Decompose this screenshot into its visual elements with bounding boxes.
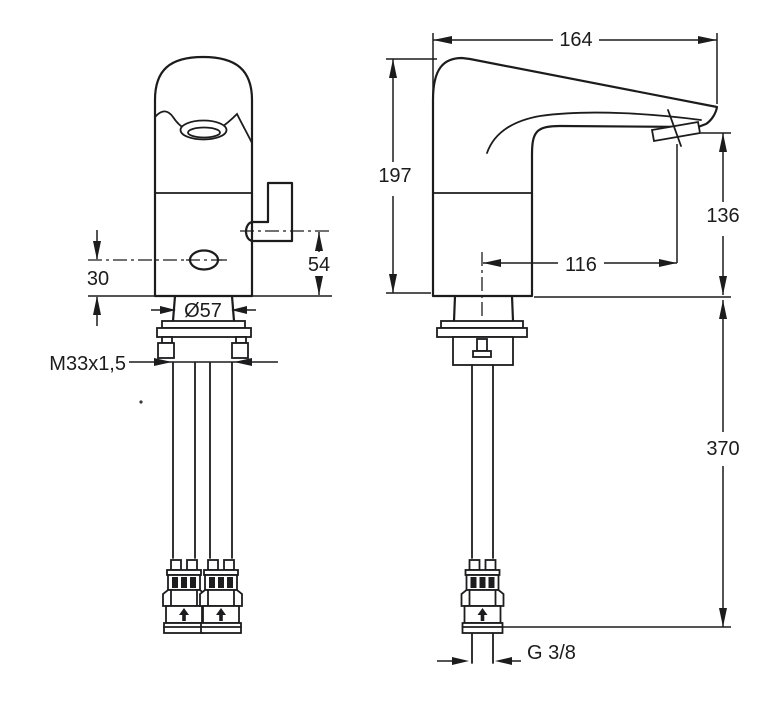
side-mounting-block xyxy=(452,336,514,366)
hose-connector-front-right xyxy=(199,559,243,634)
side-view xyxy=(431,56,719,664)
dim-label-sensor-offset: 30 xyxy=(87,268,109,290)
dim-label-overall-height: 197 xyxy=(378,165,411,187)
side-supply-hose xyxy=(471,364,494,559)
side-base-neck-right xyxy=(510,294,515,323)
side-faucet-body xyxy=(431,56,719,298)
dim-label-base-diameter: Ø57 xyxy=(184,300,222,322)
front-mounting-studs xyxy=(157,336,249,359)
dim-label-hose-length: 370 xyxy=(706,438,739,460)
dim-hose-thread: G 3/8 xyxy=(437,642,576,665)
side-base-neck-left xyxy=(452,294,457,323)
dim-spout-reach: 116 xyxy=(483,144,678,276)
dim-label-hose-thread: G 3/8 xyxy=(527,642,576,664)
front-flange-top xyxy=(161,320,246,329)
dimensions: 164 197 136 116 xyxy=(49,29,740,665)
dim-label-mounting-thread: M33x1,5 xyxy=(49,353,126,375)
dim-sensor-offset: 30 xyxy=(87,230,109,326)
front-aerator-inner xyxy=(187,126,221,139)
scan-speck xyxy=(139,400,143,404)
front-flange-bottom xyxy=(156,327,252,338)
dim-label-overall-length: 164 xyxy=(559,29,592,51)
hose-connector-side xyxy=(460,559,505,634)
dim-outlet-clearance: 136 xyxy=(534,132,740,298)
side-flange-top xyxy=(440,320,524,329)
hose-connector-front-left xyxy=(162,559,206,634)
centerlines xyxy=(88,230,483,316)
side-thread-stub xyxy=(471,632,494,664)
front-faucet-body xyxy=(153,55,254,298)
front-spout-contour-right xyxy=(219,112,253,144)
dim-outlet-height: 54 xyxy=(308,232,330,295)
front-supply-hoses xyxy=(172,362,233,559)
dim-mounting-thread: M33x1,5 xyxy=(49,353,278,375)
front-view xyxy=(153,55,294,559)
dim-base-diameter: Ø57 xyxy=(151,300,256,322)
front-base-neck-right xyxy=(230,294,236,323)
side-flange-bottom xyxy=(436,327,528,338)
dim-overall-height: 197 xyxy=(378,58,437,294)
dim-label-outlet-height: 54 xyxy=(308,254,330,276)
dim-overall-length: 164 xyxy=(432,29,718,104)
side-aerator-tick xyxy=(667,109,682,147)
dim-label-outlet-clearance: 136 xyxy=(706,205,739,227)
side-spout-sweep xyxy=(486,111,702,154)
front-base-neck-left xyxy=(171,294,177,323)
front-aerator-outer xyxy=(179,119,228,141)
dim-label-spout-reach: 116 xyxy=(565,254,597,276)
dim-hose-length: 370 xyxy=(503,300,740,628)
